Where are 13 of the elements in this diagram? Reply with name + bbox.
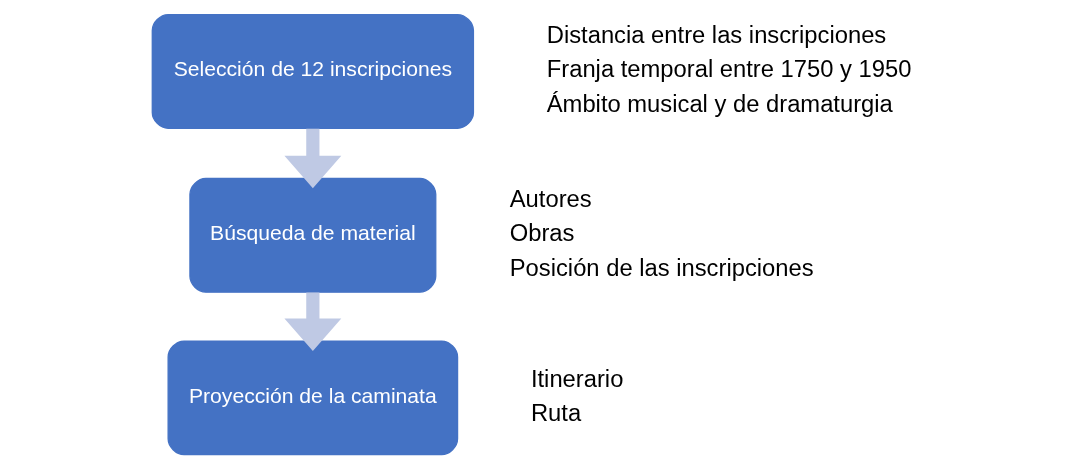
node-label: Obras: [509, 219, 574, 247]
arrow: [283, 292, 341, 351]
arrow: [283, 128, 341, 189]
node-label: Ámbito musical y de dramaturgia: [546, 89, 893, 117]
node-box: Proyección de la caminata: [167, 340, 458, 456]
node-box: Selección de 12 inscripciones: [151, 13, 474, 129]
node-label: Posición de las inscripciones: [509, 253, 814, 281]
node-label: Itinerario: [530, 364, 623, 392]
node-label: Ruta: [530, 398, 581, 426]
node-label: Distancia entre las inscripciones: [546, 20, 886, 48]
node-label: Autores: [509, 184, 592, 212]
node-box: Búsqueda de material: [188, 177, 436, 293]
node-label: Franja temporal entre 1750 y 1950: [546, 55, 911, 83]
